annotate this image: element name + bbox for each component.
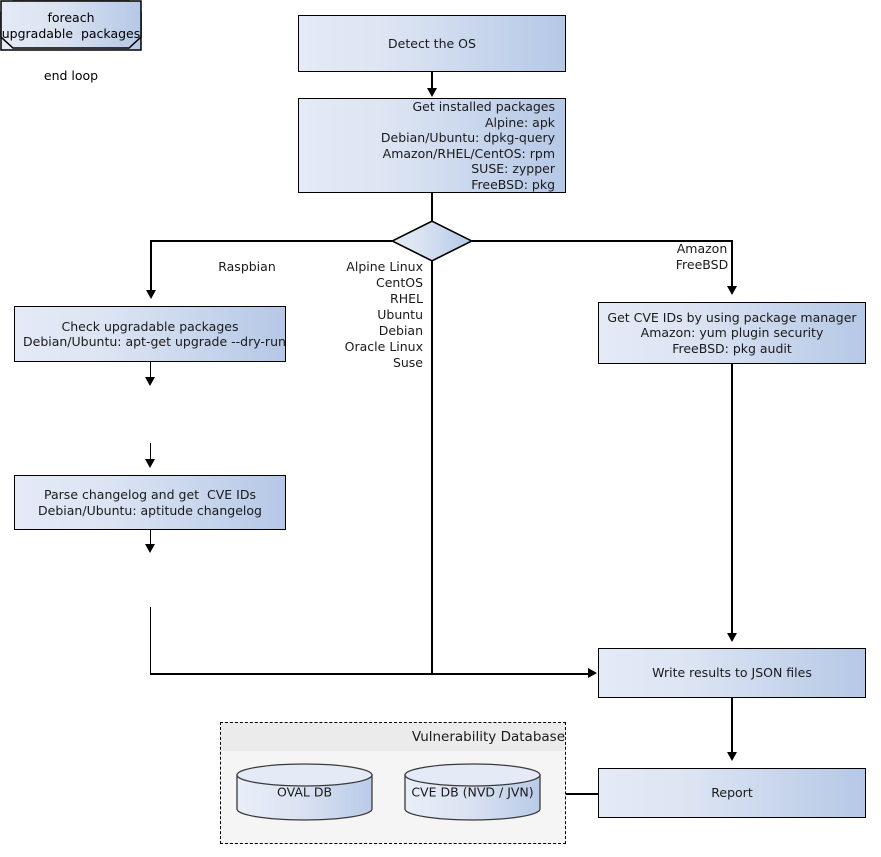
vulnerability-database-title: Vulnerability Database (221, 723, 565, 751)
arrowhead-check-upgradable (145, 290, 156, 299)
edge-write-to-report (731, 698, 733, 753)
edge-decision-left-v (150, 240, 152, 292)
node-end-loop[interactable]: end loop (0, 0, 142, 100)
node-foreach-loop[interactable]: foreach upgradable packages (0, 0, 142, 51)
edge-label-right-branch: Amazon FreeBSD (675, 241, 729, 272)
node-parse-changelog-label: Parse changelog and get CVE IDs Debian/U… (38, 487, 262, 518)
node-check-upgradable-label: Check upgradable packages Debian/Ubuntu:… (23, 318, 286, 350)
node-get-cve-ids-label: Get CVE IDs by using package manager Ama… (607, 309, 857, 356)
database-cylinder-cve-label: CVE DB (NVD / JVN) (411, 784, 534, 800)
edge-decision-middle-v (431, 261, 433, 674)
arrowhead-packages (426, 88, 437, 97)
arrowhead-write-results-left (588, 668, 597, 678)
node-get-installed-packages-label: Get installed packages Alpine: apk Debia… (380, 99, 555, 192)
node-end-loop-label: end loop (43, 67, 99, 83)
diamond-shape (390, 220, 474, 262)
node-write-results-label: Write results to JSON files (652, 665, 812, 681)
node-foreach-loop-label: foreach upgradable packages (1, 10, 141, 41)
edge-endloop-down (149, 607, 151, 674)
node-detect-os-label: Detect the OS (388, 35, 476, 51)
edge-db-to-report (556, 793, 599, 795)
node-write-results[interactable]: Write results to JSON files (598, 648, 866, 698)
node-get-installed-packages[interactable]: Get installed packages Alpine: apk Debia… (298, 98, 566, 193)
edge-decision-right-v (731, 240, 733, 288)
database-cylinder-oval-label: OVAL DB (276, 784, 333, 800)
node-report-label: Report (711, 785, 753, 801)
edge-check-to-foreach (149, 362, 151, 378)
loop-end-shape (0, 0, 142, 49)
arrowhead-foreach (145, 377, 155, 386)
database-cylinder-oval[interactable]: OVAL DB (236, 763, 373, 821)
node-parse-changelog[interactable]: Parse changelog and get CVE IDs Debian/U… (14, 475, 286, 530)
arrowhead-write-results-top (726, 633, 737, 642)
edge-decision-right-h (472, 240, 732, 242)
database-cylinder-cve[interactable]: CVE DB (NVD / JVN) (404, 763, 541, 821)
edge-label-raspbian: Raspbian (218, 259, 276, 274)
edge-cve-to-write (731, 364, 733, 634)
node-check-upgradable[interactable]: Check upgradable packages Debian/Ubuntu:… (14, 306, 286, 362)
arrowhead-get-cve-ids (726, 286, 737, 295)
edge-label-middle-branch: Alpine Linux CentOS RHEL Ubuntu Debian O… (344, 259, 423, 370)
edge-endloop-right (149, 673, 590, 675)
edge-parse-to-endloop (149, 530, 151, 545)
edge-foreach-to-parse (149, 443, 151, 460)
arrowhead-report (726, 752, 737, 761)
edge-decision-left-h (150, 240, 392, 242)
node-get-cve-ids[interactable]: Get CVE IDs by using package manager Ama… (598, 302, 866, 364)
arrowhead-parse-changelog (145, 459, 155, 468)
arrowhead-end-loop (145, 544, 155, 553)
edge-packages-to-decision (431, 193, 433, 221)
node-os-decision[interactable] (390, 220, 474, 262)
edge-detect-to-packages (431, 72, 433, 90)
node-detect-os[interactable]: Detect the OS (298, 15, 566, 72)
cylinder-shape-cve (404, 763, 541, 821)
node-report[interactable]: Report (598, 768, 866, 818)
cylinder-shape-oval (236, 763, 373, 821)
